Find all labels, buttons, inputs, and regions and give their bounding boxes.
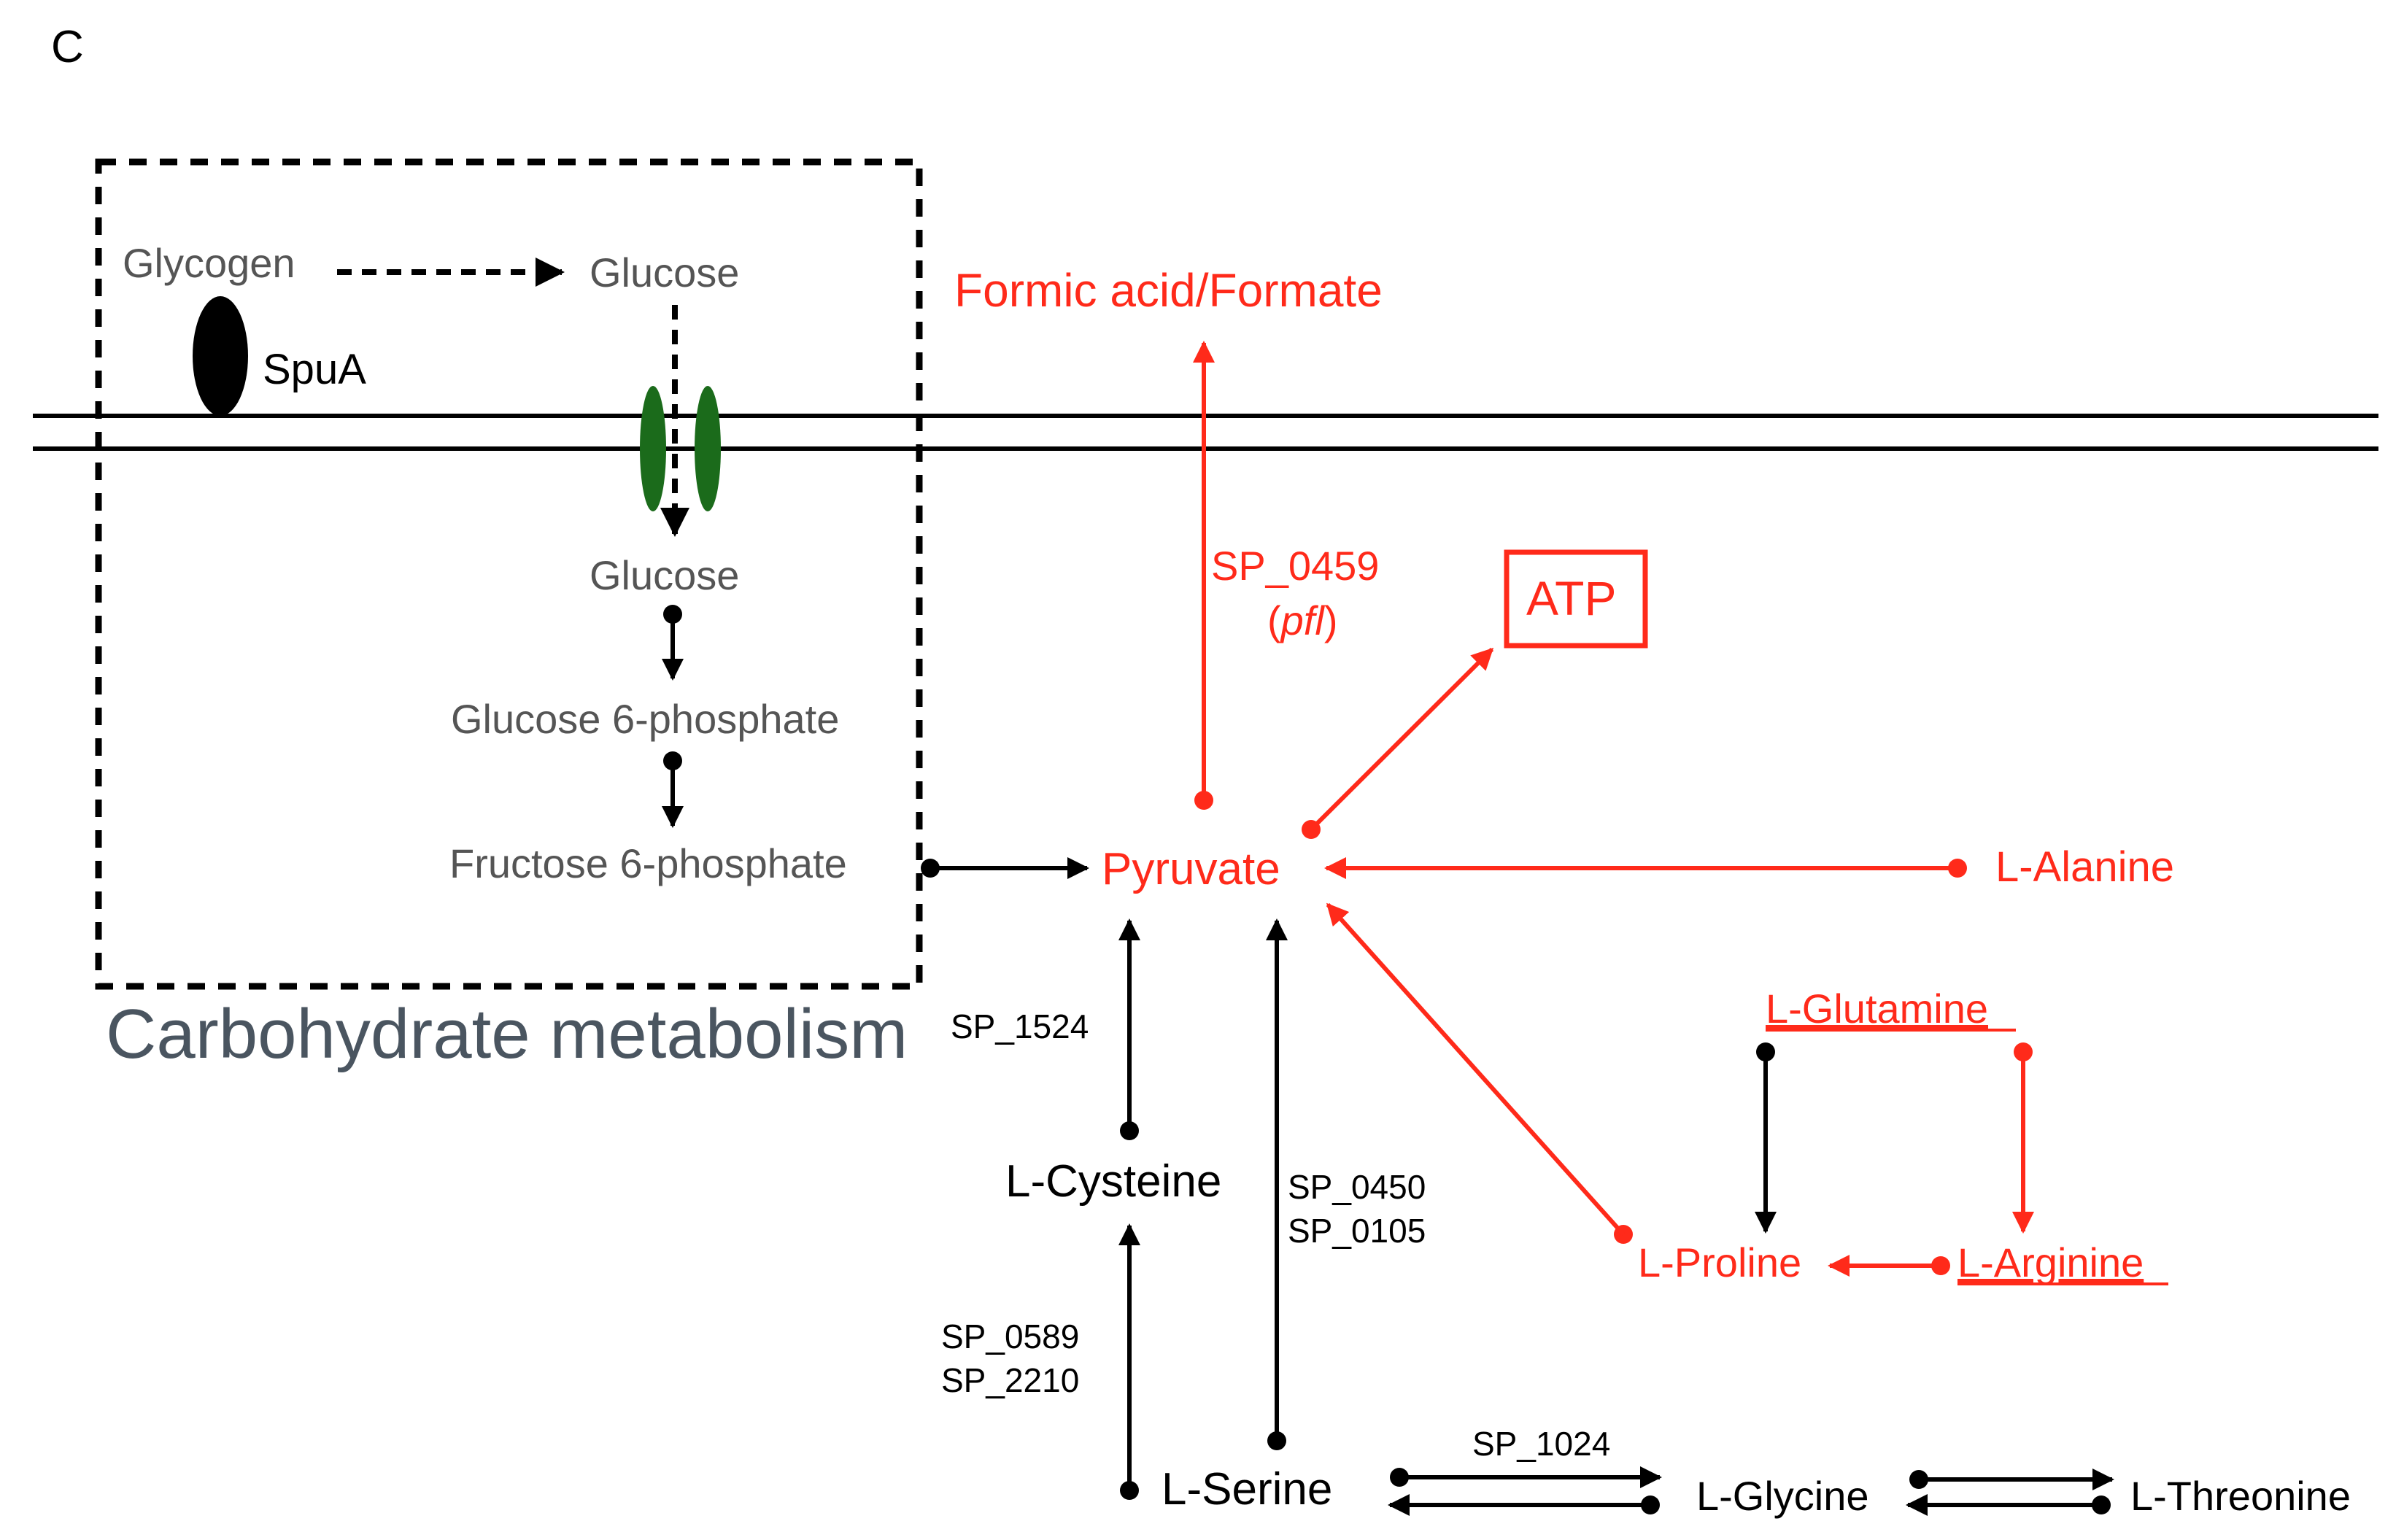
sp2210-label: SP_2210 xyxy=(941,1361,1079,1399)
sp0105-label: SP_0105 xyxy=(1288,1212,1426,1250)
sp0450-label: SP_0450 xyxy=(1288,1168,1426,1206)
glucose-6-phosphate-label: Glucose 6-phosphate xyxy=(451,696,839,742)
glutamine-to-arginine-arrow xyxy=(2012,1042,2034,1234)
sp1024-label: SP_1024 xyxy=(1472,1425,1610,1463)
glutamine-label: L-Glutamine xyxy=(1766,986,1988,1032)
glucose-transporter xyxy=(640,386,721,511)
pyruvate-to-formate-arrow xyxy=(1193,341,1215,810)
panel-label: C xyxy=(51,22,84,72)
alanine-label: L-Alanine xyxy=(1995,843,2174,891)
serine-to-pyruvate-arrow xyxy=(1266,918,1288,1450)
sp1524-label: SP_1524 xyxy=(951,1007,1089,1045)
cysteine-label: L-Cysteine xyxy=(1005,1156,1221,1207)
carbohydrate-metabolism-title: Carbohydrate metabolism xyxy=(106,995,908,1073)
proline-label: L-Proline xyxy=(1638,1239,1801,1285)
glycine-threonine-reversible-arrows xyxy=(1906,1469,2114,1516)
serine-label: L-Serine xyxy=(1162,1464,1332,1514)
glucose-intracellular-label: Glucose xyxy=(590,552,739,598)
formate-label: Formic acid/Formate xyxy=(954,264,1383,317)
pfl-gene-label: SP_0459 xyxy=(1211,543,1379,589)
sp0589-label: SP_0589 xyxy=(941,1317,1079,1355)
pfl-name-label: (pfl) xyxy=(1267,597,1337,643)
fructose-6-phosphate-label: Fructose 6-phosphate xyxy=(449,840,847,886)
carbohydrate-metabolism-box xyxy=(95,158,923,990)
glucose-extracellular-label: Glucose xyxy=(590,249,739,295)
glycine-label: L-Glycine xyxy=(1696,1473,1869,1519)
atp-label: ATP xyxy=(1526,571,1616,625)
spua-transporter xyxy=(193,296,248,416)
pyruvate-to-atp-arrow xyxy=(1302,647,1494,839)
arginine-to-proline-arrow xyxy=(1828,1255,1950,1277)
f6p-to-pyruvate-arrow xyxy=(921,857,1089,879)
glutamine-to-proline-arrow xyxy=(1755,1042,1777,1234)
proline-to-pyruvate-arrow xyxy=(1326,902,1633,1244)
pfl-name: pfl xyxy=(1280,597,1326,643)
cysteine-to-pyruvate-arrow xyxy=(1118,918,1140,1140)
g6p-to-f6p-arrow xyxy=(662,751,684,828)
serine-to-cysteine-arrow xyxy=(1118,1223,1140,1500)
serine-glycine-reversible-arrows xyxy=(1388,1466,1662,1516)
glucose-to-g6p-arrow xyxy=(662,605,684,681)
threonine-label: L-Threonine xyxy=(2130,1473,2351,1519)
pyruvate-label: Pyruvate xyxy=(1102,844,1280,894)
glycogen-label: Glycogen xyxy=(123,240,295,286)
spua-label: SpuA xyxy=(263,346,366,393)
atp-box xyxy=(1504,549,1648,649)
arginine-label: L-Arginine xyxy=(1957,1239,2144,1285)
alanine-to-pyruvate-arrow xyxy=(1324,857,1967,879)
